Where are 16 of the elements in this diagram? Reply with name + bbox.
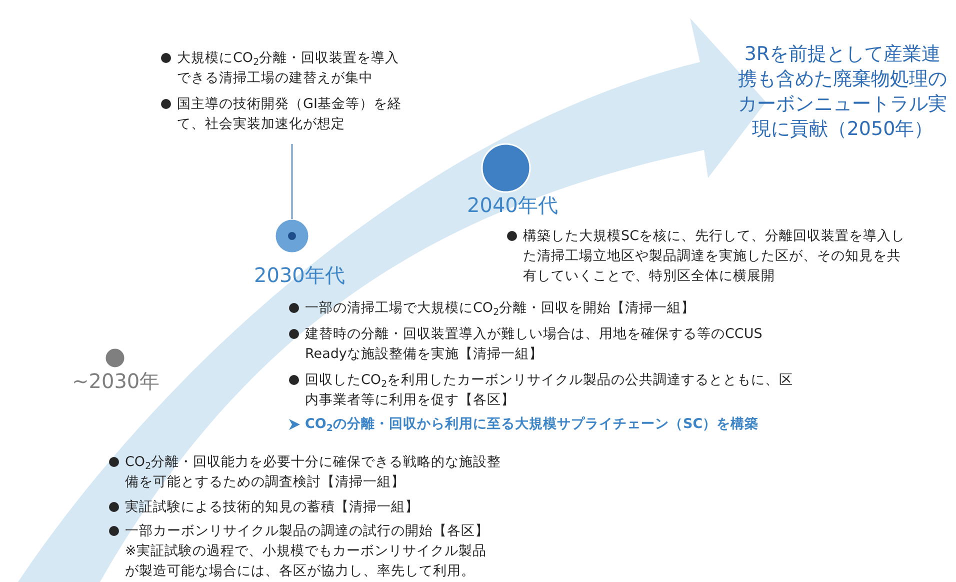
note-text: ※実証試験の過程で、小規模でもカーボンリサイクル製品が製造可能な場合には、各区が協力し、率先して利用。 bbox=[125, 542, 488, 581]
bullet-item: 大規模にCO$_{2}$分離・回収装置を導入できる清掃工場の建替えが集中 bbox=[160, 48, 410, 88]
bullet-item: 実証試験による技術的知見の蓄積【清掃一組】 bbox=[108, 497, 510, 517]
highlight-item: CO$_{2}$の分離・回収から利用に至る大規模サプライチェーン（SC）を構築 bbox=[305, 415, 760, 434]
leader-line bbox=[291, 144, 293, 219]
period-label: 2040年代 bbox=[467, 192, 558, 219]
period-label: 2030年代 bbox=[254, 262, 345, 289]
bullet-item: 一部カーボンリサイクル製品の調達の試行の開始【各区】 bbox=[108, 521, 510, 541]
bullet-item: 構築した大規模SCを核に、先行して、分離回収装置を導入した清掃工場立地区や製品調達を実施した区が、その知見を共有していくことで、特別区全体に横展開 bbox=[506, 226, 908, 286]
bullet-item: CO$_{2}$分離・回収能力を必要十分に確保できる戦略的な施設整備を可能とするための調査検討【清掃一組】 bbox=[108, 452, 510, 492]
period-label: ~2030年 bbox=[72, 368, 160, 395]
bullet-item: 回収したCO$_{2}$を利用したカーボンリサイクル製品の公共調達するとともに、区内事業者等に利用を促す【各区】 bbox=[288, 370, 795, 410]
bullet-item: 建替時の分離・回収装置導入が難しい場合は、用地を確保する等のCCUS Readyな施設整備を実施【清掃一組】 bbox=[288, 324, 795, 364]
bullet-item: 国主導の技術開発（GI基金等）を経て、社会実装加速化が想定 bbox=[160, 94, 410, 134]
goal-text: 3Rを前提として産業連携も含めた廃棄物処理のカーボンニュートラル実現に貢献（2050年） bbox=[737, 42, 948, 142]
bullet-item: 一部の清掃工場で大規模にCO$_{2}$分離・回収を開始【清掃一組】 bbox=[288, 298, 795, 318]
